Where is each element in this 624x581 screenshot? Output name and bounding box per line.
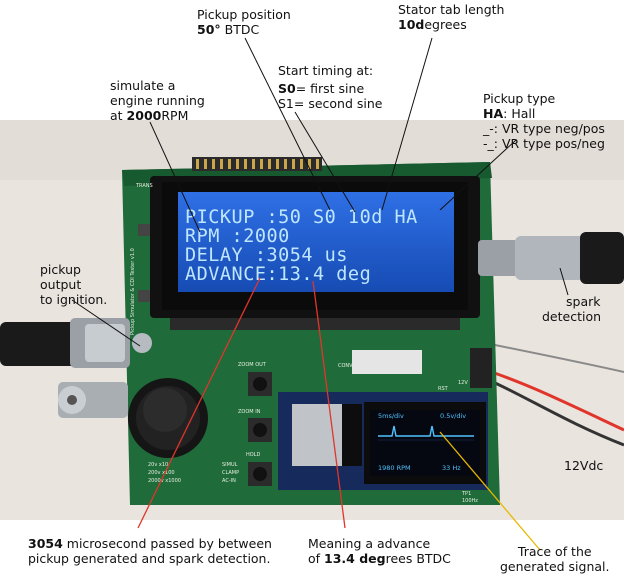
mode-label-2: CLAMP <box>222 470 239 476</box>
pickup-position-annotation: Pickup position 50° BTDC <box>197 7 291 37</box>
bnc-connector-2 <box>58 382 128 418</box>
hold-label: HOLD <box>246 452 260 458</box>
v12-label: 12V <box>458 380 468 386</box>
leader-lines <box>71 37 569 347</box>
oled-timebase: 5ms/div <box>378 412 404 420</box>
header-pins <box>192 157 322 171</box>
converter-module <box>352 350 422 374</box>
mode-label-3: AC-IN <box>222 478 236 484</box>
range-label-1: 20v x10 <box>148 462 168 468</box>
tact-button <box>138 290 150 302</box>
zoom-in-label: ZOOM IN <box>238 409 261 415</box>
oled-rpm: 1980 RPM <box>378 464 411 472</box>
pickup-type-annotation: Pickup type HA: Hall _-: VR type neg/pos… <box>483 91 605 151</box>
trace-annotation: Trace of the generated signal. <box>500 544 610 574</box>
mode-label-1: SIMUL <box>222 462 238 468</box>
tp-label: TP1 <box>461 491 471 497</box>
oled-voltscale: 0.5v/div <box>440 412 466 420</box>
oled-freq: 33 Hz <box>442 464 461 472</box>
lcd-line-2: RPM :2000 <box>185 226 290 247</box>
vdc-annotation: 12Vdc <box>564 458 604 473</box>
simulate-annotation: simulate a engine running at 2000RPM <box>110 78 205 123</box>
delay-leader <box>137 277 261 529</box>
spark-detection-annotation: spark detection <box>542 294 602 324</box>
lcd-module <box>150 176 480 318</box>
range-label-2: 200v x100 <box>148 470 175 476</box>
advance-leader <box>312 280 346 529</box>
bnc-connector-output <box>0 318 152 368</box>
delay-annotation: 3054 microsecond passed by between picku… <box>28 536 272 566</box>
conv-label: CONV <box>338 363 353 369</box>
zoom-out-button <box>248 372 272 396</box>
lcd-line-1: PICKUP :50 S0 10d HA <box>185 207 418 228</box>
pcb-title: Pickup Simulator & CDI Tester v1.0 <box>130 248 136 335</box>
freq-label: 100Hz <box>462 498 478 504</box>
stator-tab-annotation: Stator tab length 10degrees <box>398 2 505 32</box>
rst-label: RST <box>438 386 449 392</box>
range-label-3: 2000v x1000 <box>148 478 181 484</box>
pcb-trans-label: TRANS <box>135 183 153 189</box>
hold-button <box>248 462 272 486</box>
start-timing-annotation: Start timing at: S0= first sine S1= seco… <box>278 63 383 111</box>
tact-button <box>138 224 150 236</box>
advance-annotation: Meaning a advance of 13.4 degrees BTDC <box>308 536 451 566</box>
zoom-in-button <box>248 418 272 442</box>
oled-display <box>364 402 486 484</box>
zoom-out-label: ZOOM OUT <box>238 362 267 368</box>
pickup-output-annotation: pickup output to ignition. <box>40 262 108 307</box>
lcd-line-4: ADVANCE:13.4 deg <box>185 264 371 285</box>
potentiometer-knob <box>128 378 208 458</box>
power-connector <box>470 348 492 388</box>
bnc-connector-spark <box>478 232 624 284</box>
trace-leader <box>439 431 541 551</box>
lcd-line-3: DELAY :3054 us <box>185 245 348 266</box>
